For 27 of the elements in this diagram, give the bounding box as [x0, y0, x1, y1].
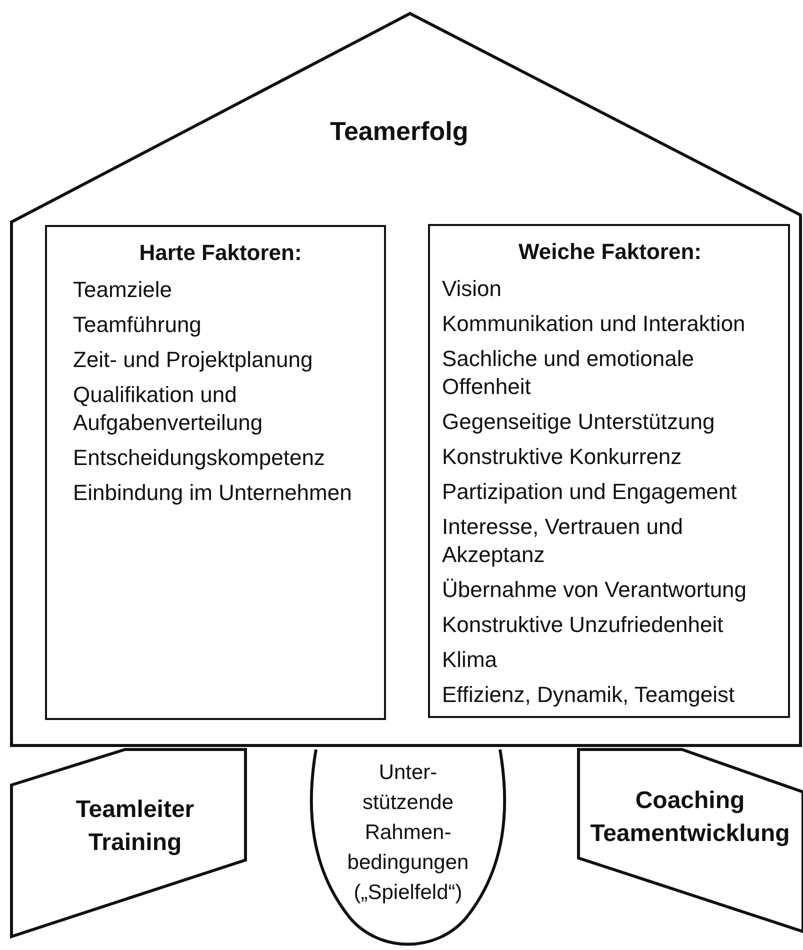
list-item: Qualifikation und Aufgabenverteilung — [73, 381, 264, 437]
list-item: Effizienz, Dynamik, Teamgeist — [442, 681, 735, 709]
pillar-label: Unter- stützende Rahmen- bedingungen („Spielfeld“) — [346, 760, 470, 906]
pillar-label: Teamleiter Training — [74, 795, 196, 858]
list-item: Teamziele — [73, 276, 172, 304]
pillar-shape — [310, 748, 506, 948]
list-item: Partizipation und Engagement — [442, 478, 737, 506]
list-item: Klima — [442, 646, 498, 674]
list-item: Kommunikation und Interaktion — [442, 310, 746, 338]
house-shape — [10, 12, 802, 747]
list-item: Übernahme von Verantwortung — [442, 576, 747, 604]
list-item: Zeit- und Projektplanung — [73, 346, 313, 374]
list-item: Entscheidungskompetenz — [73, 444, 325, 472]
panel-heading: Weiche Faktoren: — [518, 238, 702, 266]
factor-panel — [45, 225, 386, 720]
list-item: Einbindung im Unternehmen — [73, 479, 352, 507]
list-item: Konstruktive Konkurrenz — [442, 443, 682, 471]
list-item: Konstruktive Unzufriedenheit — [442, 611, 724, 639]
pillar-label: Coaching Teamentwicklung — [589, 786, 791, 849]
list-item: Teamführung — [73, 311, 202, 339]
factor-panel — [428, 224, 790, 718]
list-item: Interesse, Vertrauen und Akzeptanz — [442, 513, 684, 569]
list-item: Gegenseitige Unterstützung — [442, 408, 715, 436]
panel-heading: Harte Faktoren: — [139, 239, 302, 267]
list-item: Vision — [442, 275, 502, 303]
diagram-heading: Teamerfolg — [330, 116, 468, 146]
list-item: Sachliche und emotionale Offenheit — [442, 345, 695, 401]
